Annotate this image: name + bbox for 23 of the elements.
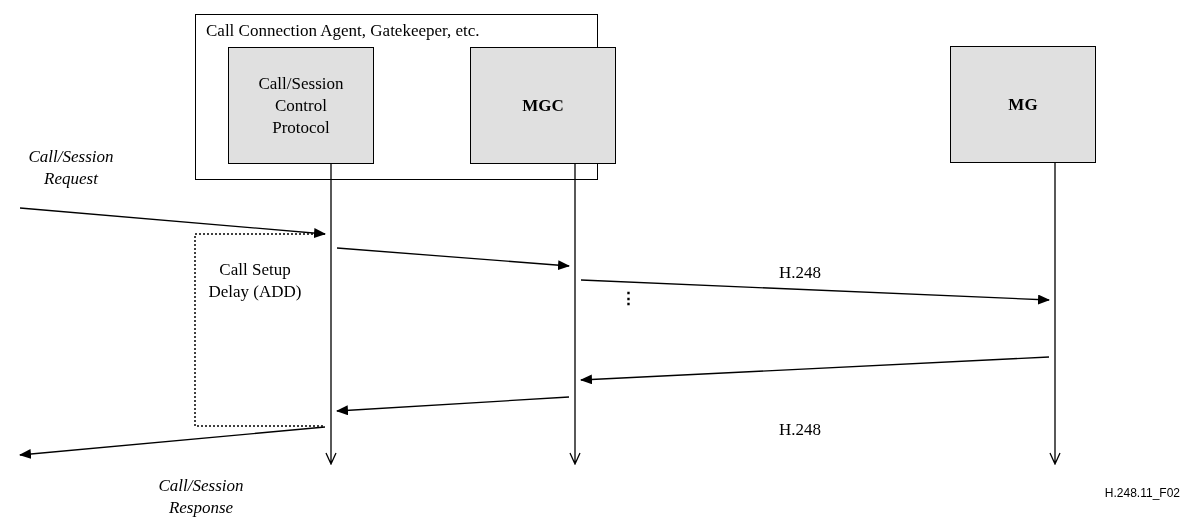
group-title: Call Connection Agent, Gatekeeper, etc. xyxy=(206,21,480,41)
lifeline xyxy=(325,163,337,465)
message-arrow xyxy=(19,207,326,239)
message-arrow xyxy=(336,247,570,271)
edge-label: Call/Session Request xyxy=(27,146,115,190)
edge-label: Call/Session Response xyxy=(157,475,245,519)
annotation-text: Call Setup Delay (ADD) xyxy=(207,259,303,303)
lifeline xyxy=(1049,163,1061,465)
ellipsis-mark: ⋮ xyxy=(620,288,636,310)
message-arrow xyxy=(19,426,326,459)
message-arrow xyxy=(580,279,1050,305)
process-box xyxy=(470,47,616,164)
node-label: MGC xyxy=(522,94,564,117)
process-box xyxy=(950,46,1096,163)
node-label: MG xyxy=(1008,93,1038,116)
process-box xyxy=(228,47,374,164)
figure-id: H.248.11_F02 xyxy=(1103,485,1180,502)
message-arrow xyxy=(336,396,570,416)
node-label: Call/Session Control Protocol xyxy=(257,72,345,139)
edge-label: H.248 xyxy=(778,419,822,441)
message-arrow xyxy=(580,356,1050,385)
edge-label: H.248 xyxy=(778,262,822,284)
lifeline xyxy=(569,163,581,465)
